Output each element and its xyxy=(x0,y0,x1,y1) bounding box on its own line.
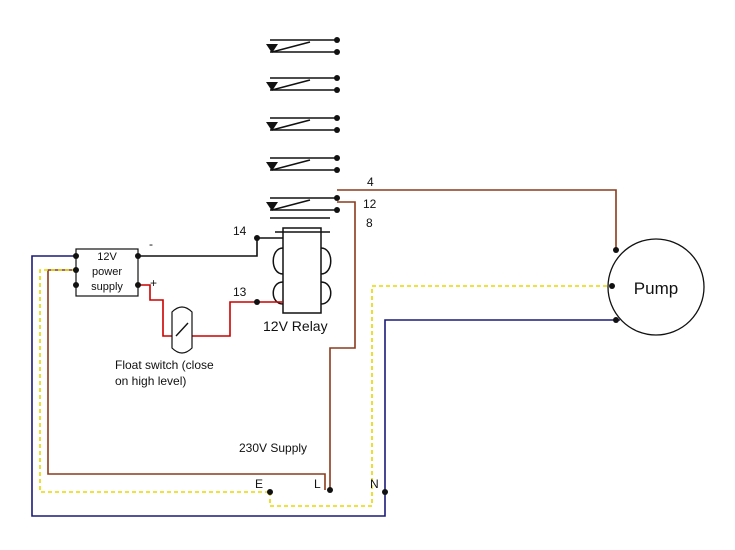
relay-pin-8: 8 xyxy=(366,216,373,230)
contact-terminal-dot xyxy=(334,155,340,161)
pump-motor xyxy=(607,238,705,336)
relay-coil-pin-14: 14 xyxy=(233,224,247,238)
power-supply-label-3: supply xyxy=(91,281,123,293)
pump: Pump xyxy=(607,238,705,336)
contact-terminal-dot xyxy=(334,115,340,121)
contact-terminal-dot xyxy=(334,49,340,55)
power-supply: 12V power supply - + xyxy=(75,237,157,297)
wire-terminal-dot xyxy=(267,489,273,495)
psu-minus-label: - xyxy=(149,237,153,251)
relay-contact-set xyxy=(266,37,340,55)
power-supply-label-1: 12V xyxy=(97,251,117,263)
relay-contact-stack xyxy=(266,37,340,219)
supply-label: 230V Supply xyxy=(239,441,307,455)
contact-terminal-dot xyxy=(334,87,340,93)
relay-body xyxy=(282,227,322,314)
wire-psu-to-live xyxy=(47,269,326,490)
relay-contact-set xyxy=(266,195,340,213)
power-supply-label-2: power xyxy=(92,266,122,278)
contact-pivot xyxy=(266,122,278,131)
wire-earth-psu xyxy=(39,269,270,493)
relay-pin-4: 4 xyxy=(367,175,374,189)
terminal-dots xyxy=(73,235,619,495)
relay-contact-labels: 4 12 8 xyxy=(363,175,377,230)
contact-arm xyxy=(271,41,311,53)
float-switch: Float switch (close on high level) xyxy=(115,306,214,388)
contact-pivot xyxy=(266,44,278,53)
float-switch-lever xyxy=(175,322,189,337)
relay-coil-winding xyxy=(272,247,332,305)
relay-label: 12V Relay xyxy=(263,318,328,334)
wire-terminal-dot xyxy=(254,235,260,241)
wire-neutral-pump xyxy=(384,319,620,492)
relay-coil: 12V Relay 14 13 xyxy=(233,224,332,334)
contact-arm xyxy=(271,159,311,171)
wire-psu-minus-to-relay xyxy=(138,237,283,257)
wires xyxy=(31,189,620,517)
supply-terminals: 230V Supply E L N xyxy=(239,441,379,491)
contact-arm xyxy=(271,199,311,211)
contact-pivot xyxy=(266,82,278,91)
contact-terminal-dot xyxy=(334,75,340,81)
wire-neutral-psu xyxy=(31,255,386,517)
wire-terminal-dot xyxy=(327,487,333,493)
relay-contact-set xyxy=(266,75,340,93)
live-terminal-label: L xyxy=(314,477,321,491)
neutral-terminal-label: N xyxy=(370,477,379,491)
relay-contact-set xyxy=(266,115,340,133)
wire-terminal-dot xyxy=(382,489,388,495)
contact-arm xyxy=(271,119,311,131)
wire-terminal-dot xyxy=(254,299,260,305)
wire-terminal-dot xyxy=(613,317,619,323)
wire-relay-12-to-live xyxy=(329,201,356,490)
contact-pivot xyxy=(266,162,278,171)
contact-terminal-dot xyxy=(334,167,340,173)
relay-contact-set xyxy=(266,155,340,173)
wire-terminal-dot xyxy=(135,253,141,259)
wire-terminal-dot xyxy=(73,253,79,259)
wire-terminal-dot xyxy=(73,282,79,288)
relay-pin-12: 12 xyxy=(363,197,377,211)
wire-terminal-dot xyxy=(613,247,619,253)
wire-psu-plus-to-float-switch xyxy=(138,284,176,337)
wire-relay-4-to-pump xyxy=(337,189,617,250)
float-switch-label-2: on high level) xyxy=(115,374,186,388)
psu-plus-label: + xyxy=(150,276,157,290)
relay-coil-pin-13: 13 xyxy=(233,285,247,299)
wire-earth-pump xyxy=(269,285,612,507)
contact-terminal-dot xyxy=(334,127,340,133)
wire-terminal-dot xyxy=(73,267,79,273)
contact-terminal-dot xyxy=(334,207,340,213)
power-supply-box xyxy=(75,248,139,297)
contact-terminal-dot xyxy=(334,37,340,43)
contact-arm xyxy=(271,79,311,91)
wire-terminal-dot xyxy=(609,283,615,289)
contact-terminal-dot xyxy=(334,195,340,201)
earth-terminal-label: E xyxy=(255,477,263,491)
wire-terminal-dot xyxy=(135,282,141,288)
float-switch-label-1: Float switch (close xyxy=(115,358,214,372)
pump-label: Pump xyxy=(634,279,678,298)
contact-pivot xyxy=(266,202,278,211)
